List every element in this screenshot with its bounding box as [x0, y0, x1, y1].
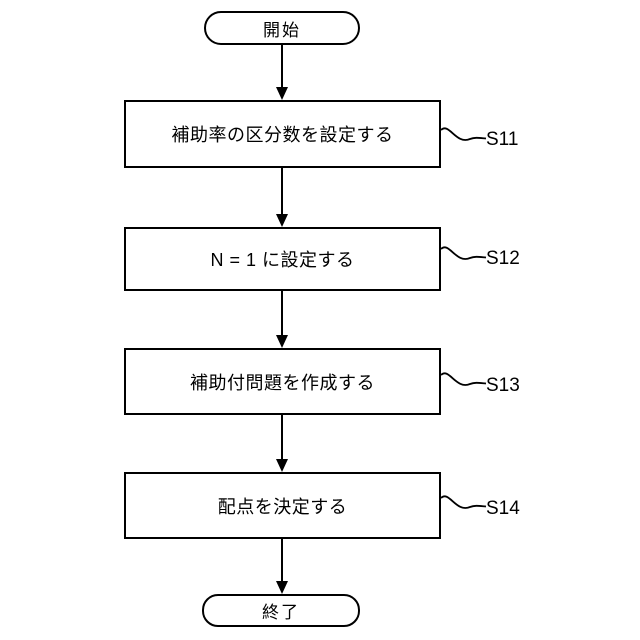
start-terminal-label: 開始 [263, 20, 301, 40]
process-box-s11: 補助率の区分数を設定する [124, 100, 441, 168]
step-label-s14: S14 [486, 498, 520, 519]
arrow-s12-to-s13-head [275, 335, 288, 348]
process-box-s11-label: 補助率の区分数を設定する [171, 125, 394, 145]
squiggle-connector-s12 [440, 246, 487, 260]
process-box-s13: 補助付問題を作成する [124, 348, 441, 415]
arrow-s13-to-s14-line [280, 415, 284, 459]
end-terminal-label: 終了 [262, 603, 300, 622]
arrow-s11-to-s12-line [280, 168, 284, 214]
step-label-s11: S11 [486, 129, 519, 150]
process-box-s14: 配点を決定する [124, 472, 441, 539]
process-box-s13-label: 補助付問題を作成する [190, 372, 375, 393]
arrow-s12-to-s13-line [280, 291, 284, 335]
start-terminal: 開始 [204, 11, 360, 45]
arrow-s11-to-s12-head [275, 214, 288, 227]
arrow-s13-to-s14-head [275, 459, 288, 472]
arrow-start-to-s11-head [275, 87, 288, 100]
step-label-s12: S12 [486, 248, 520, 269]
process-box-s14-label: 配点を決定する [217, 496, 348, 517]
squiggle-connector-s14 [440, 495, 487, 509]
process-box-s12-label: N = 1 に設定する [210, 250, 355, 270]
arrow-start-to-s11-line [280, 45, 284, 88]
arrow-s14-to-end-line [280, 539, 284, 581]
process-box-s12: N = 1 に設定する [124, 227, 441, 291]
arrow-s14-to-end-head [275, 581, 288, 594]
end-terminal: 終了 [202, 594, 360, 627]
squiggle-connector-s13 [440, 372, 487, 386]
squiggle-connector-s11 [440, 127, 487, 141]
step-label-s13: S13 [486, 375, 520, 396]
